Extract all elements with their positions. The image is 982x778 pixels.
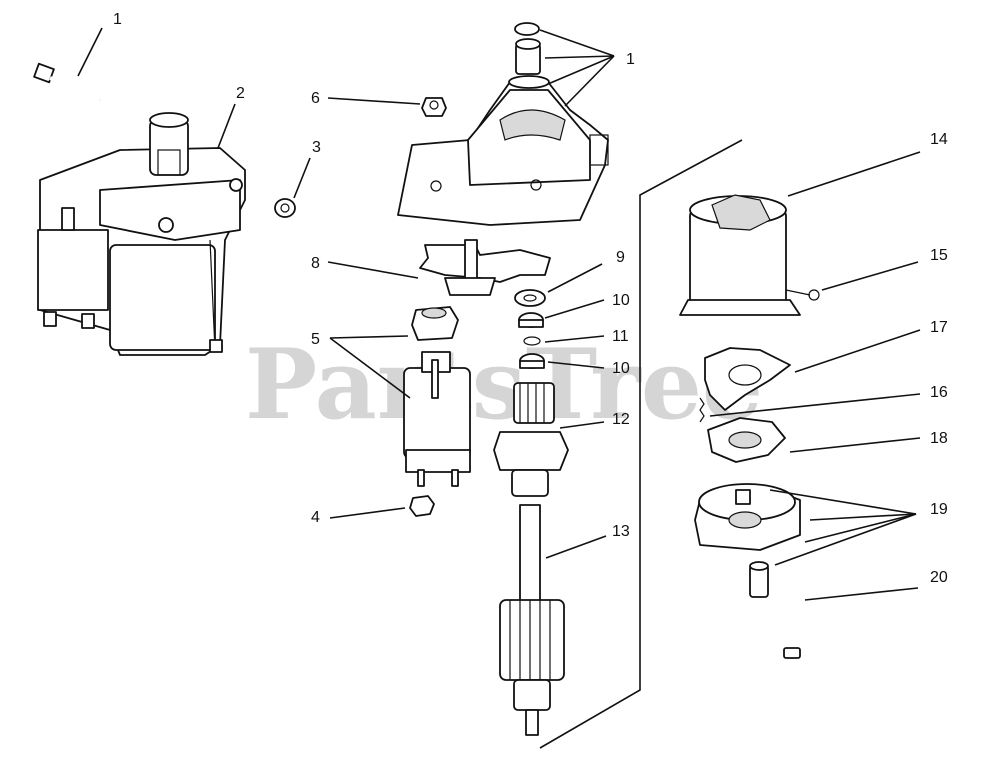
callout-8: 8: [311, 255, 320, 272]
assembly-connector-line: [539, 139, 743, 749]
callout-10-upper: 10: [612, 292, 630, 309]
brush-spring-part: [699, 397, 705, 423]
callout-2: 2: [236, 85, 245, 102]
leader-lines: [77, 27, 921, 601]
callout-11: 11: [612, 328, 629, 345]
snap-ring-part-11: [523, 336, 541, 346]
collar-part-10a: [518, 312, 544, 328]
watermark: PartsTree: [245, 328, 763, 441]
shift-lever-part: [419, 239, 551, 296]
end-cap-part: [694, 483, 801, 598]
callout-18: 18: [930, 430, 948, 447]
drive-housing-part: [397, 22, 609, 226]
callout-4: 4: [311, 509, 320, 526]
callout-labels: 1 2 3 6 1 14 8 9 15 10 5 11 17 10 16 12 …: [113, 11, 948, 586]
nut-part-3: [274, 198, 296, 218]
callout-13: 13: [612, 523, 630, 540]
callout-5: 5: [311, 331, 320, 348]
callout-6: 6: [311, 90, 320, 107]
armature-part: [499, 504, 565, 736]
bolt-part: [33, 62, 101, 102]
pinion-clutch-part: [493, 382, 569, 497]
callout-1-bolt: 1: [113, 11, 122, 28]
nut-part-6: [421, 97, 447, 117]
through-bolt-part: [783, 559, 801, 659]
brush-plate-part: [707, 417, 786, 463]
collar-part-10b: [519, 353, 545, 369]
callout-10-lower: 10: [612, 360, 630, 377]
callout-3: 3: [312, 139, 321, 156]
callout-15: 15: [930, 247, 948, 264]
brush-holder-part: [704, 347, 791, 411]
callout-20: 20: [930, 569, 948, 586]
callout-9: 9: [616, 249, 625, 266]
callout-1-housing: 1: [626, 51, 635, 68]
nut-part-4: [409, 495, 435, 517]
callout-12: 12: [612, 411, 630, 428]
callout-14: 14: [930, 131, 948, 148]
field-frame-part: [679, 194, 820, 316]
callout-16: 16: [930, 384, 948, 401]
washer-part-9: [514, 289, 546, 307]
callout-17: 17: [930, 319, 948, 336]
starter-assembly-part: [37, 112, 246, 356]
solenoid-part: [403, 306, 471, 487]
callout-19: 19: [930, 501, 948, 518]
